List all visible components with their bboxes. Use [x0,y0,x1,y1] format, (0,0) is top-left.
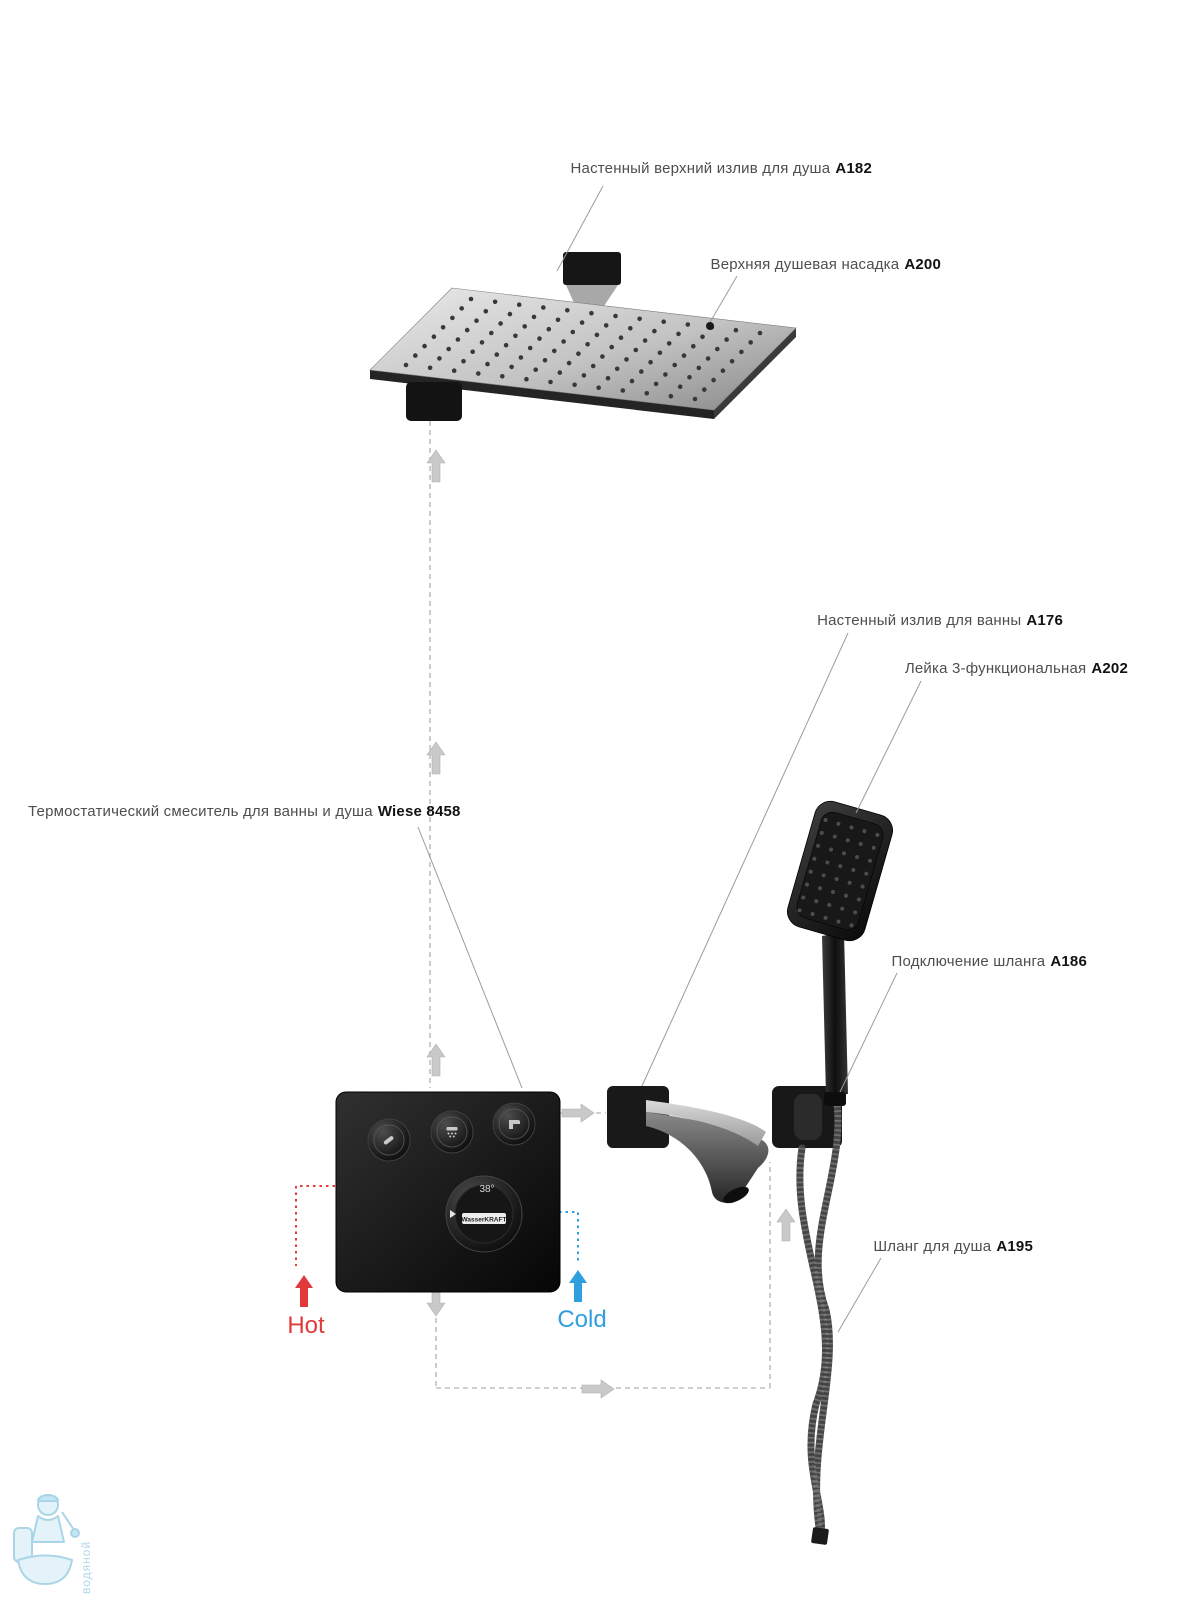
callout-a200-text: Верхняя душевая насадка [710,256,900,273]
hot-water-label: Hot [287,1312,325,1339]
callout-a195-code: A195 [996,1238,1033,1255]
callout-a182-code: A182 [835,160,872,177]
bath-spout-assembly [607,1086,769,1204]
hand-shower-face [796,811,884,931]
rain-icon [446,1127,458,1138]
dial-temperature-marking: 38° [479,1184,494,1195]
handle-nut [824,1092,846,1106]
watermark-logo: водяной [13,1494,93,1594]
knob-handshower [367,1118,411,1162]
knob-rainshower [430,1110,474,1154]
plumber-mascot-icon [13,1494,80,1585]
watermark-text: водяной [79,1541,93,1594]
callout-a202-text: Лейка 3-функциональная [904,660,1087,677]
cold-supply-line [559,1211,579,1262]
callout-a195-text: Шланг для душа [873,1238,992,1255]
dial-pointer-icon [450,1210,456,1218]
bracket-clamp [794,1094,822,1140]
callout-a202-code: A202 [1091,660,1128,677]
brand-label: WasserKRAFT [462,1217,507,1224]
leader-endpoint-dot [706,322,714,330]
wall-elbow [406,382,462,421]
spout-icon [509,1120,520,1129]
hose-braid-highlight [796,1147,829,1541]
shower-arm-bracket [563,252,621,285]
shower-head-edge-right [714,328,796,419]
knob-spout [492,1102,536,1146]
flow-arrow-right-icon [581,1379,615,1399]
spout-top [646,1100,766,1146]
nozzle-grid [403,296,763,402]
hot-supply-line [295,1185,335,1266]
leader-lines [417,185,922,1333]
callout-a200-code: A200 [904,256,941,273]
cold-arrow-up-icon [569,1270,587,1302]
thermostat-panel: 38° WasserKRAFT [335,1091,561,1293]
flow-arrow-up-icon [776,1208,796,1242]
temperature-dial: 38° WasserKRAFT [445,1175,523,1253]
handshower-icon [383,1136,394,1145]
hand-shower-handle [822,932,848,1096]
cold-water-label: Cold [557,1306,607,1333]
callout-a176-code: A176 [1026,612,1063,629]
callout-thermostat-text: Термостатический смеситель для ванны и д… [28,803,373,820]
rain-shower-assembly [369,252,797,421]
hose-braid-highlight [813,1095,842,1535]
callout-thermostat: Термостатический смеситель для ванны и д… [28,803,461,820]
brand-badge [462,1213,506,1224]
callout-thermostat-code: Wiese 8458 [377,803,461,820]
spout-opening [723,1186,749,1204]
hand-shower-nozzles [797,818,880,928]
spout-front [646,1112,769,1203]
hot-arrow-up-icon [295,1275,313,1307]
flow-arrow-right-icon [561,1103,595,1123]
hand-shower-assembly [772,800,893,1545]
callout-a186-code: A186 [1050,953,1087,970]
hose-end-fitting [811,1527,829,1545]
callout-a186-text: Подключение шланга [891,953,1046,970]
callout-a176-text: Настенный излив для ванны [817,612,1022,629]
shower-arm [566,285,618,306]
callout-a182-text: Настенный верхний излив для душа [570,160,831,177]
